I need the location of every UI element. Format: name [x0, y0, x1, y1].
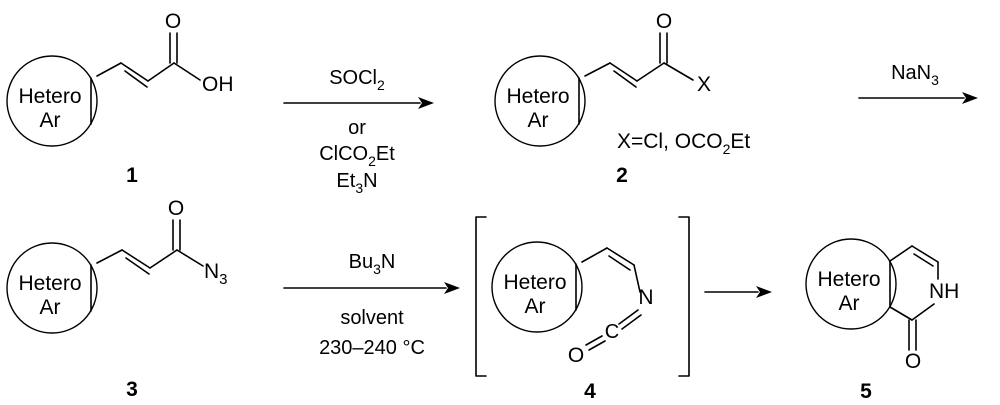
- step-2: NaN3: [858, 62, 978, 104]
- step-1-reagent-line3: ClCO2Et: [319, 143, 395, 169]
- compound-2-bond: [636, 62, 665, 82]
- compound-5-cis-double-bond: [913, 253, 934, 267]
- compound-4-atom-c: C: [605, 321, 619, 343]
- compound-3-bond: [149, 249, 178, 269]
- step-4-arrowhead: [756, 286, 772, 298]
- compound-5-ring-label-line1: Hetero: [817, 268, 880, 291]
- compound-5-ring-label-line2: Ar: [839, 292, 860, 315]
- compound-1-ring-label-line1: Hetero: [18, 85, 81, 108]
- compound-2-bond: [663, 62, 694, 81]
- compound-4-bond: [606, 247, 635, 266]
- compound-2-carbonyl-o: O: [656, 10, 672, 33]
- compound-3-number: 3: [126, 378, 138, 401]
- compound-2-ring-label-line2: Ar: [528, 109, 549, 132]
- step-1-reagent-line4: Et3N: [336, 170, 377, 196]
- step-4: [704, 286, 772, 298]
- compound-4-cn-bond: [621, 314, 642, 330]
- compound-4-co-bond: [588, 340, 606, 351]
- compound-1-hetero-ring: [6, 55, 98, 147]
- compound-4-atom-n: N: [638, 286, 653, 309]
- compound-4-atom-o: O: [568, 344, 584, 367]
- compound-3-carbonyl-o: O: [168, 197, 184, 220]
- compound-5: NH O Hetero Ar 5: [805, 238, 959, 403]
- compound-3-hetero-ring: [6, 242, 98, 334]
- step-3-reagent-line3: 230–240 °C: [319, 337, 425, 359]
- step-1-arrowhead: [418, 97, 434, 109]
- compound-2-number: 2: [616, 164, 628, 187]
- compound-2-ring-label-line1: Hetero: [506, 85, 569, 108]
- compound-3-bond: [96, 249, 123, 264]
- step-3: Bu3N solvent 230–240 °C: [283, 251, 460, 359]
- compound-5-number: 5: [860, 380, 872, 403]
- compound-2-bond: [584, 62, 611, 77]
- compound-1-bond: [147, 62, 175, 82]
- compound-1-ring-label-line2: Ar: [40, 109, 61, 132]
- step-3-reagent-line1: Bu3N: [349, 251, 396, 277]
- compound-5-bond: [889, 245, 913, 262]
- compound-4-number: 4: [584, 380, 596, 403]
- step-2-arrowhead: [962, 92, 978, 104]
- compound-4-hetero-ring: [491, 241, 583, 333]
- compound-4-alkene-second-bond: [608, 255, 631, 271]
- step-2-reagent: NaN3: [891, 62, 939, 88]
- compound-3-ring-label-line1: Hetero: [18, 272, 81, 295]
- compound-4-co-bond: [585, 335, 603, 346]
- compound-3-alkene-second-bond: [125, 257, 150, 275]
- compound-5-carbonyl-o: O: [905, 350, 921, 373]
- compound-3-azide: N3: [204, 260, 228, 288]
- compound-2-substituent: X: [697, 73, 711, 96]
- step-3-arrowhead: [444, 282, 460, 294]
- compound-2-alkene-second-bond: [613, 70, 637, 88]
- compound-4-ring-label-line1: Hetero: [503, 271, 566, 294]
- compound-1-bond: [120, 62, 149, 82]
- compound-2-bond: [609, 62, 638, 82]
- compound-3-bond: [176, 249, 204, 267]
- compound-5-nh: NH: [929, 280, 959, 303]
- compound-2-x-definition: X=Cl, OCO2Et: [617, 130, 750, 157]
- compound-5-bond: [911, 303, 935, 321]
- compound-1-number: 1: [126, 164, 138, 187]
- compound-3-bond: [121, 249, 151, 269]
- compound-5-bond: [889, 306, 913, 321]
- compound-4-left-bracket: [475, 216, 487, 377]
- compound-2: O X Hetero Ar X=Cl, OCO2Et 2: [494, 10, 750, 187]
- compound-3: O N3 Hetero Ar 3: [6, 197, 228, 401]
- compound-5-hetero-ring: [805, 238, 897, 330]
- step-3-reagent-line2: solvent: [340, 307, 404, 329]
- compound-4-cn-bond: [618, 309, 639, 325]
- compound-1-bond: [96, 62, 122, 77]
- compound-4-bond: [581, 247, 608, 263]
- compound-1: O OH Hetero Ar 1: [6, 10, 234, 187]
- compound-3-ring-label-line2: Ar: [40, 296, 61, 319]
- compound-1-alkene-second-bond: [124, 70, 148, 88]
- compound-4-ring-label-line2: Ar: [525, 295, 546, 318]
- compound-1-carbonyl-o: O: [165, 10, 181, 33]
- compound-4-right-bracket: [678, 216, 690, 377]
- compound-1-substituent: OH: [202, 73, 234, 96]
- compound-5-bond: [911, 245, 939, 263]
- compound-2-hetero-ring: [494, 55, 586, 147]
- step-1-reagent-line1: SOCl2: [329, 67, 385, 93]
- compound-1-bond: [173, 62, 201, 81]
- step-1-reagent-line2: or: [348, 117, 366, 139]
- compound-4-bond: [633, 264, 641, 293]
- compound-4: N C O Hetero Ar 4: [475, 216, 690, 403]
- step-1: SOCl2 or ClCO2Et Et3N: [283, 67, 434, 196]
